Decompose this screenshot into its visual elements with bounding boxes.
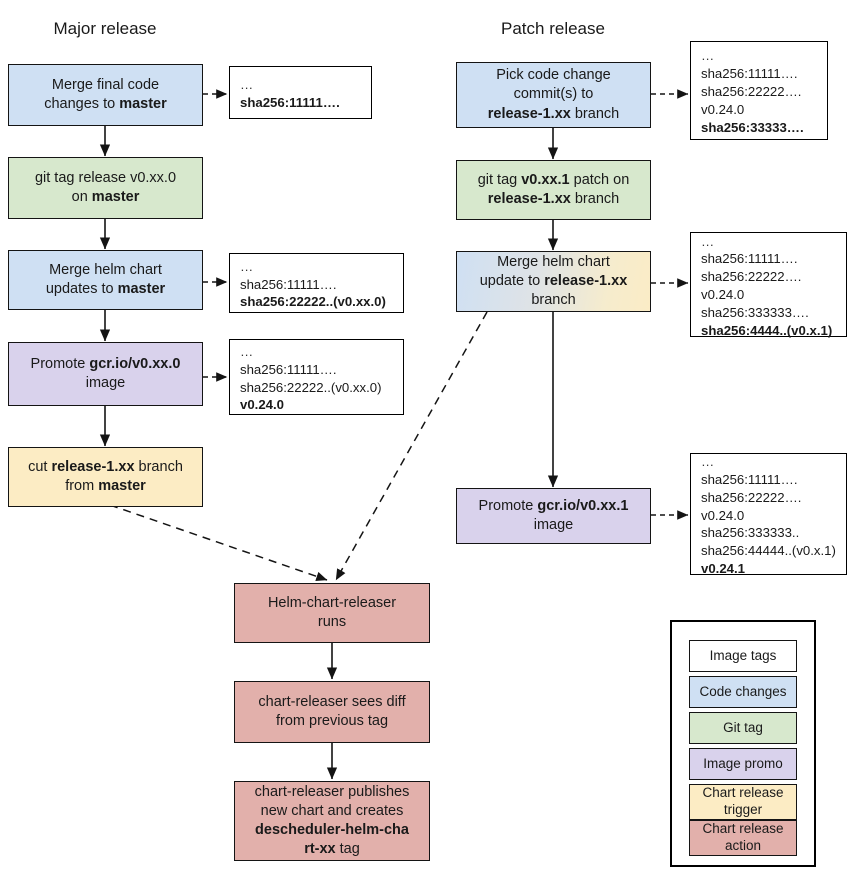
legend-image-tags[interactable]: Image tags bbox=[689, 640, 797, 672]
node-cut-release-branch[interactable]: cut release-1.xx branch from master bbox=[8, 447, 203, 507]
node-chart-releaser-publishes-label: chart-releaser publishes new chart and c… bbox=[254, 783, 410, 858]
node-merge-final-code[interactable]: Merge final code changes to master bbox=[8, 64, 203, 126]
node-promote-image-patch-label: Promote gcr.io/v0.xx.1 image bbox=[478, 497, 629, 533]
node-merge-helm-chart-update-branch-label: Merge helm chart update to release-1.xx … bbox=[479, 253, 628, 309]
node-promote-image-major-label: Promote gcr.io/v0.xx.0 image bbox=[30, 355, 181, 391]
node-git-tag-release[interactable]: git tag release v0.xx.0 on master bbox=[8, 157, 203, 219]
node-merge-final-code-label: Merge final code changes to master bbox=[44, 76, 167, 112]
legend-git-tag-label: Git tag bbox=[723, 719, 763, 735]
node-git-tag-patch-label: git tag v0.xx.1 patch on release-1.xx br… bbox=[477, 171, 630, 207]
column-title-major: Major release bbox=[53, 19, 157, 38]
legend-image-promo-label: Image promo bbox=[703, 755, 783, 771]
node-cut-release-branch-label: cut release-1.xx branch from master bbox=[28, 458, 183, 494]
legend-chart-release-action-label: Chart release action bbox=[702, 821, 784, 853]
legend-chart-release-trigger-label: Chart release trigger bbox=[702, 785, 784, 817]
node-pick-code-change[interactable]: Pick code change commit(s) to release-1.… bbox=[456, 62, 651, 128]
node-promote-image-patch[interactable]: Promote gcr.io/v0.xx.1 image bbox=[456, 488, 651, 544]
annot-patch-2: … sha256:11111…. sha256:22222…. v0.24.0 … bbox=[690, 232, 847, 338]
node-promote-image-major[interactable]: Promote gcr.io/v0.xx.0 image bbox=[8, 342, 203, 406]
node-git-tag-release-label: git tag release v0.xx.0 on master bbox=[34, 169, 177, 205]
node-merge-helm-chart-update-branch[interactable]: Merge helm chart update to release-1.xx … bbox=[456, 251, 651, 312]
annot-major-2: … sha256:11111…. sha256:22222..(v0.xx.0) bbox=[229, 253, 404, 313]
legend-code-changes-label: Code changes bbox=[699, 683, 787, 699]
legend-image-promo[interactable]: Image promo bbox=[689, 748, 797, 780]
node-chart-releaser-sees-diff[interactable]: chart-releaser sees diff from previous t… bbox=[234, 681, 430, 743]
node-chart-releaser-sees-diff-label: chart-releaser sees diff from previous t… bbox=[258, 693, 406, 729]
legend-code-changes[interactable]: Code changes bbox=[689, 676, 797, 708]
node-chart-releaser-publishes[interactable]: chart-releaser publishes new chart and c… bbox=[234, 781, 430, 861]
node-merge-helm-chart-updates[interactable]: Merge helm chart updates to master bbox=[8, 250, 203, 310]
annot-major-3: … sha256:11111…. sha256:22222..(v0.xx.0)… bbox=[229, 339, 404, 415]
annot-patch-3: … sha256:11111…. sha256:22222…. v0.24.0 … bbox=[690, 453, 847, 576]
node-git-tag-patch[interactable]: git tag v0.xx.1 patch on release-1.xx br… bbox=[456, 160, 651, 220]
node-helm-chart-releaser-runs-label: Helm-chart-releaser runs bbox=[267, 594, 397, 630]
column-title-patch: Patch release bbox=[501, 19, 605, 38]
annot-major-1: … sha256:11111…. bbox=[229, 66, 372, 119]
legend-chart-release-action[interactable]: Chart release action bbox=[689, 820, 797, 856]
legend-image-tags-label: Image tags bbox=[709, 647, 777, 663]
node-pick-code-change-label: Pick code change commit(s) to release-1.… bbox=[487, 67, 620, 122]
node-merge-helm-chart-updates-label: Merge helm chart updates to master bbox=[45, 261, 166, 297]
annot-patch-1: … sha256:11111…. sha256:22222…. v0.24.0 … bbox=[690, 41, 828, 140]
dash-trigger-from-cut-branch bbox=[109, 504, 328, 582]
legend-git-tag[interactable]: Git tag bbox=[689, 712, 797, 744]
legend-chart-release-trigger[interactable]: Chart release trigger bbox=[689, 784, 797, 820]
node-helm-chart-releaser-runs[interactable]: Helm-chart-releaser runs bbox=[234, 583, 430, 643]
